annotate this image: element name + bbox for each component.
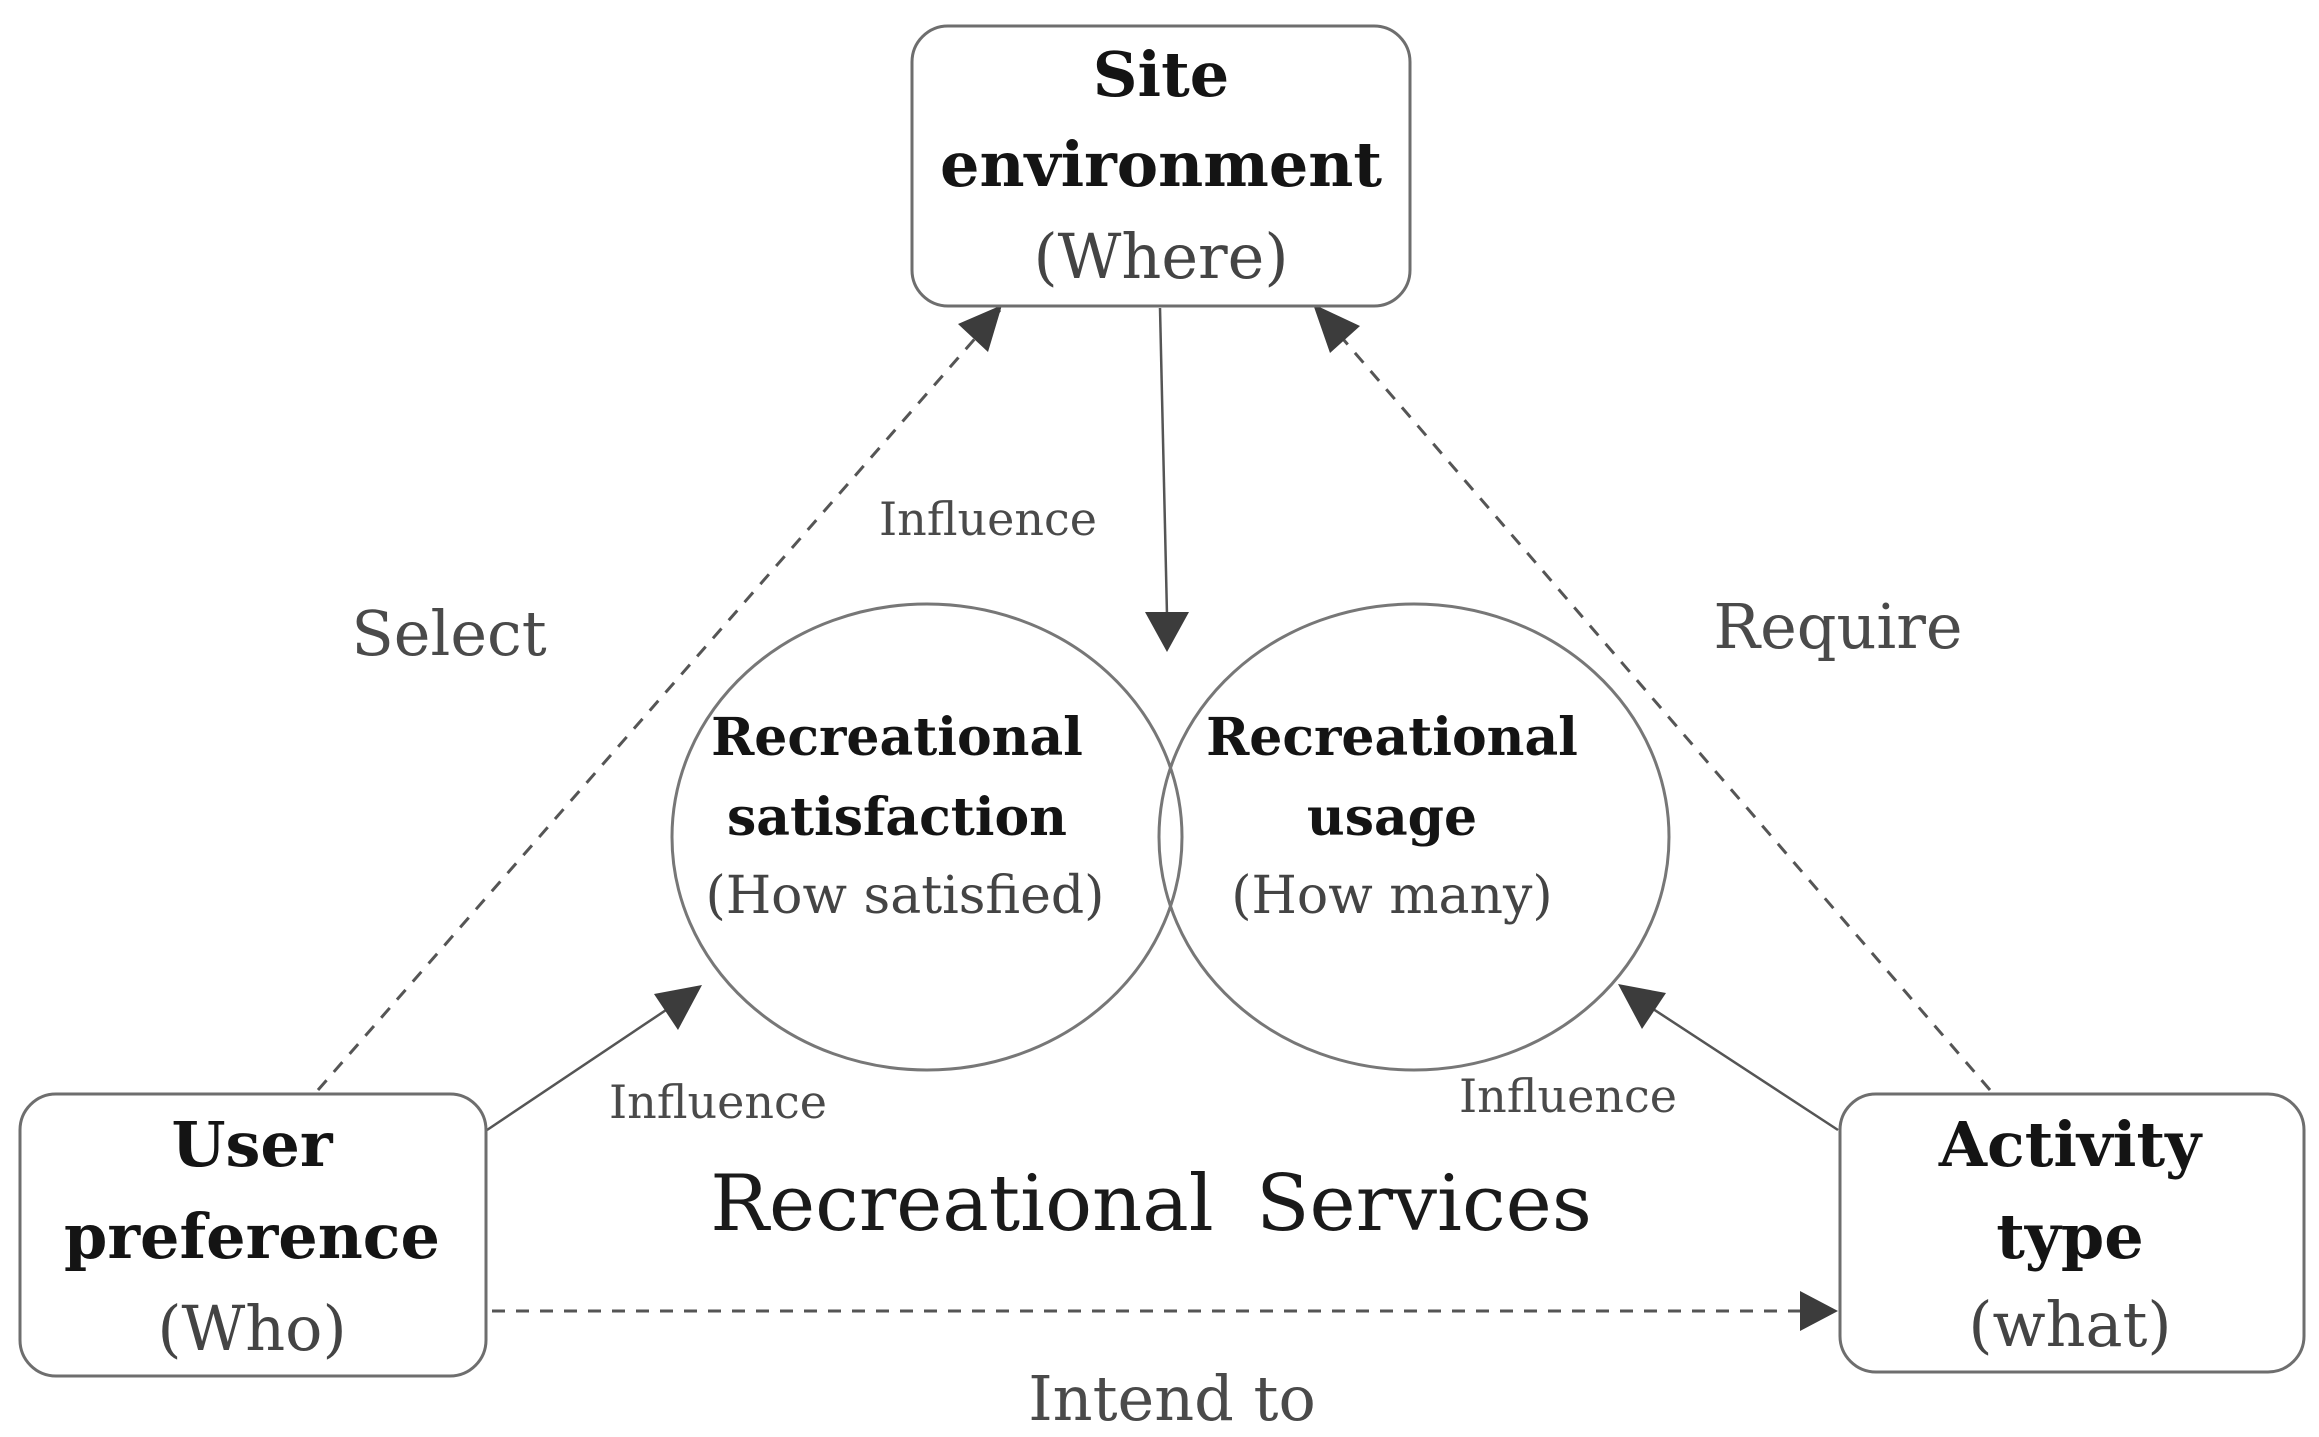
user-preference-title-line1: User [171,1108,333,1181]
influence-site-label: Influence [879,492,1097,546]
activity-type-title-line2: type [1996,1200,2143,1273]
recreational-usage-title-line2: usage [1307,787,1477,848]
site-environment-subtitle: (Where) [1033,220,1288,293]
recreational-usage-circle [1157,602,1671,1072]
center-label-word1: Recreational [710,1159,1213,1249]
select-arrowhead [958,305,1002,352]
user-preference-title-line2: preference [64,1200,440,1273]
activity-type-subtitle: (what) [1968,1288,2171,1361]
require-edge [1316,309,1992,1091]
influence-site-edge [1158,307,1169,616]
user-preference-subtitle: (Who) [157,1292,346,1365]
activity-type-box [1838,1092,2306,1374]
influence-site-arrowhead [1145,612,1189,652]
intend-to-label: Intend to [1028,1362,1316,1435]
site-environment-title-line2: environment [940,128,1382,201]
recreational-satisfaction-subtitle: (How satisfied) [706,866,1105,926]
site-environment-title-line1: Site [1093,38,1229,111]
intend-to-arrowhead [1800,1291,1838,1331]
site-environment-box [910,24,1412,308]
select-label: Select [351,597,546,670]
recreational-usage-title-line1: Recreational [1206,707,1578,768]
require-label: Require [1713,590,1962,663]
center-label-word2: Services [1256,1159,1592,1249]
influence-user-label: Influence [609,1075,827,1129]
recreational-satisfaction-circle [670,602,1184,1072]
influence-activity-edge [1646,1003,1839,1132]
influence-activity-arrowhead [1618,984,1666,1029]
activity-type-title-line1: Activity [1938,1108,2203,1181]
user-preference-box [18,1092,488,1378]
influence-activity-label: Influence [1459,1069,1677,1123]
select-edge [316,309,1002,1091]
influence-user-edge [486,1004,673,1132]
recreational-satisfaction-title-line2: satisfaction [727,787,1067,848]
influence-user-arrowhead [654,985,702,1030]
recreational-usage-subtitle: (How many) [1231,866,1552,926]
require-arrowhead [1313,304,1360,353]
recreational-satisfaction-title-line1: Recreational [711,707,1083,768]
